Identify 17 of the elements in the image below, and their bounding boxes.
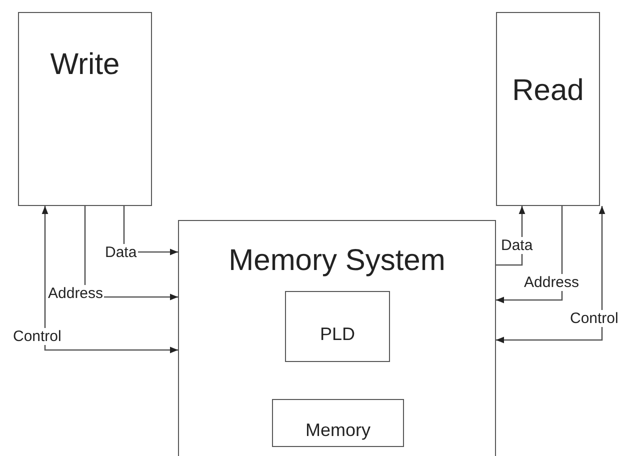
node-label: Read (511, 73, 585, 109)
system-box (178, 220, 496, 456)
component-box (285, 291, 390, 362)
node-label: Write (49, 47, 121, 83)
edge-label: Control (12, 328, 62, 345)
node-label: Memory System (228, 243, 446, 279)
edge-label: Control (569, 310, 620, 327)
component-box (272, 399, 404, 447)
arrow (496, 206, 563, 304)
node-label: Memory (304, 419, 372, 442)
arrow (496, 206, 606, 344)
device-box (496, 12, 600, 206)
node-label: PLD (318, 323, 356, 346)
edge-label: Address (523, 274, 580, 291)
arrow (42, 206, 178, 354)
edge-label: Data (500, 237, 534, 254)
device-box (18, 12, 152, 206)
